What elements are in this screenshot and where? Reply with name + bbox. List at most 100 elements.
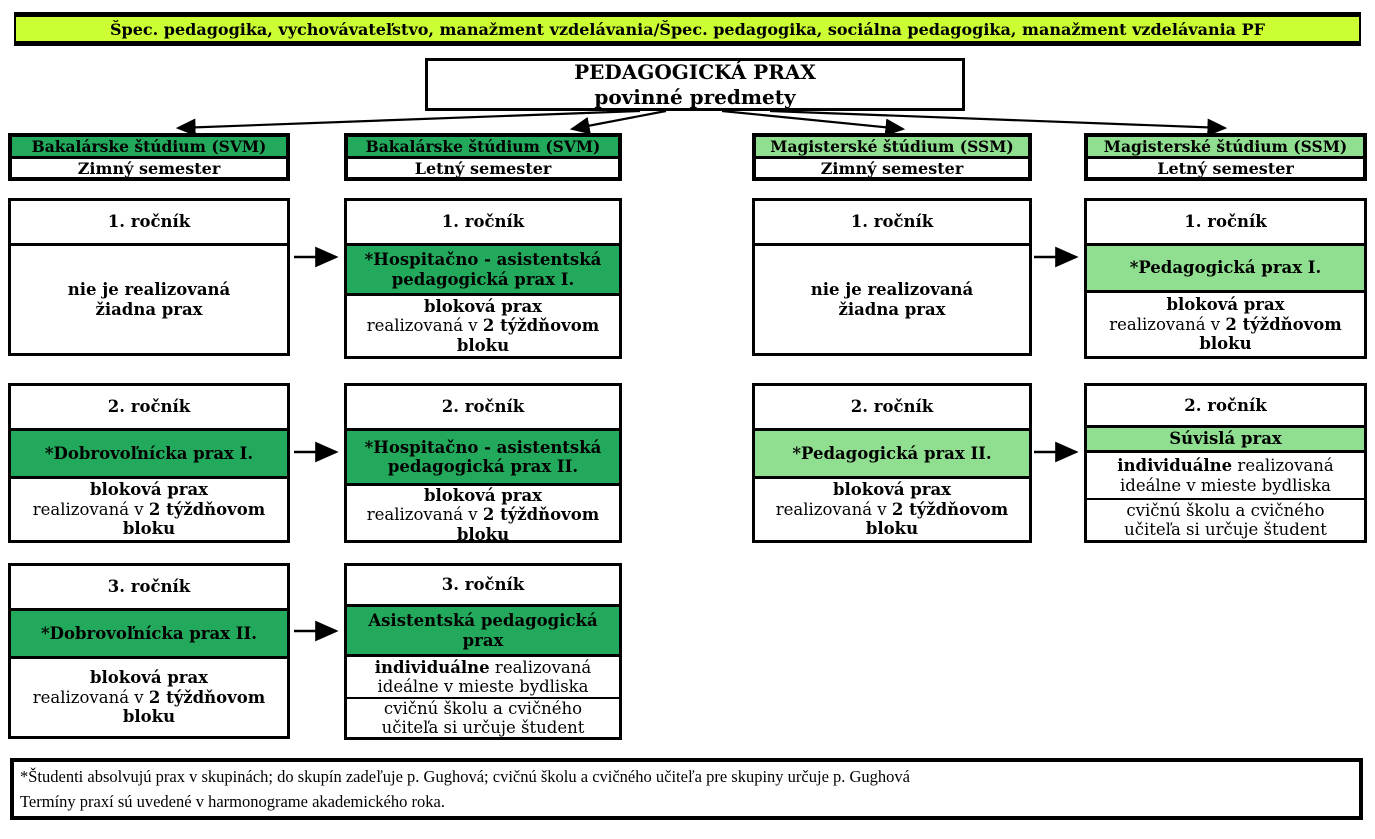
realizovana-v-label: realizovaná v <box>366 316 483 336</box>
year-label: 1. ročník <box>1087 201 1364 246</box>
header-semester: Zimný semester <box>77 159 221 178</box>
blok-2t-label: 2 týždňovom bloku <box>865 499 1009 539</box>
practice-band: *Hospitačno - asistentská pedagogická pr… <box>347 246 619 296</box>
idealne-label: ideálne v mieste bydliska <box>1119 475 1332 495</box>
arrow-title-to-col2 <box>569 109 667 135</box>
box-mag-letny-rocnik2: 2. ročník Súvislá prax individuálne real… <box>1084 383 1367 543</box>
individual-note: individuálne realizovaná ideálne v miest… <box>347 657 619 699</box>
practice-name-line1: *Hospitačno - asistentská <box>364 250 602 270</box>
practice-band: *Pedagogická prax II. <box>755 431 1029 479</box>
year-label: 3. ročník <box>11 566 287 611</box>
no-practice-line1: nie je realizovaná <box>67 280 231 300</box>
school-note: cvičnú školu a cvičného učiteľa si určuj… <box>347 699 619 738</box>
arrow-title-to-col3 <box>721 109 906 137</box>
blokova-prax-label: bloková prax <box>89 480 209 500</box>
blok-2t-label: 2 týždňovom bloku <box>122 687 266 727</box>
box-bak-letny-rocnik1: 1. ročník *Hospitačno - asistentská peda… <box>344 198 622 359</box>
no-practice-note: nie je realizovaná žiadna prax <box>11 246 287 353</box>
header-bakalarske-zimny: Bakalárske štúdium (SVM) Zimný semester <box>8 133 290 181</box>
practice-band: Asistentská pedagogická prax <box>347 607 619 657</box>
box-mag-letny-rocnik1: 1. ročník *Pedagogická prax I. bloková p… <box>1084 198 1367 359</box>
practice-details-text: bloková prax realizovaná v 2 týždňovom b… <box>21 668 277 726</box>
practice-name-line2: pedagogická prax I. <box>391 269 575 289</box>
practice-details-text: bloková prax realizovaná v 2 týždňovom b… <box>357 297 609 355</box>
blokova-prax-label: bloková prax <box>423 486 543 505</box>
individual-note-text: individuálne realizovaná ideálne v miest… <box>1117 456 1333 495</box>
individualne-label: individuálne <box>374 657 490 677</box>
blok-2t-label: 2 týždňovom bloku <box>1199 314 1342 354</box>
practice-name: *Dobrovoľnícka prax I. <box>44 443 254 463</box>
realizovana-v-label: realizovaná v <box>32 687 149 707</box>
practice-name: *Pedagogická prax I. <box>1129 258 1322 278</box>
practice-details: bloková prax realizovaná v 2 týždňovom b… <box>1087 293 1364 356</box>
realizovana-v-label: realizovaná v <box>366 505 483 525</box>
year-label: 1. ročník <box>755 201 1029 246</box>
practice-name-line2: prax <box>462 630 504 650</box>
realizovana-label: realizovaná <box>1232 456 1334 476</box>
practice-details-text: bloková prax realizovaná v 2 týždňovom b… <box>21 480 277 538</box>
practice-band: Súvislá prax <box>1087 428 1364 453</box>
practice-details-text: bloková prax realizovaná v 2 týždňovom b… <box>765 480 1019 538</box>
blokova-prax-label: bloková prax <box>1166 295 1285 315</box>
box-bak-letny-rocnik2: 2. ročník *Hospitačno - asistentská peda… <box>344 383 622 544</box>
practice-band: *Pedagogická prax I. <box>1087 246 1364 293</box>
practice-details: bloková prax realizovaná v 2 týždňovom b… <box>11 659 287 736</box>
footnote-line2: Termíny praxí sú uvedené v harmonograme … <box>20 791 445 811</box>
blokova-prax-label: bloková prax <box>423 296 543 316</box>
cvicna-line1: cvičnú školu a cvičného <box>1126 500 1325 520</box>
practice-details-text: bloková prax realizovaná v 2 týždňovom b… <box>357 486 609 544</box>
no-practice-note: nie je realizovaná žiadna prax <box>755 246 1029 353</box>
practice-band: *Dobrovoľnícka prax II. <box>11 611 287 659</box>
no-practice-text: nie je realizovaná žiadna prax <box>811 280 973 319</box>
idealne-label: ideálne v mieste bydliska <box>377 677 589 696</box>
box-bak-letny-rocnik3: 3. ročník Asistentská pedagogická prax i… <box>344 563 622 740</box>
practice-band: *Hospitačno - asistentská pedagogická pr… <box>347 431 619 486</box>
realizovana-label: realizovaná <box>489 657 592 677</box>
practice-details: bloková prax realizovaná v 2 týždňovom b… <box>347 486 619 544</box>
box-mag-zimny-rocnik1: 1. ročník nie je realizovaná žiadna prax <box>752 198 1032 356</box>
footnote-box: *Študenti absolvujú prax v skupinách; do… <box>10 758 1363 820</box>
practice-name-line1: *Hospitačno - asistentská <box>364 437 602 457</box>
header-semester: Letný semester <box>414 159 552 178</box>
header-semester: Zimný semester <box>820 159 964 178</box>
school-note-text: cvičnú školu a cvičného učiteľa si určuj… <box>1124 501 1327 540</box>
blokova-prax-label: bloková prax <box>832 480 952 500</box>
cvicna-line2: učiteľa si určuje študent <box>1124 520 1327 539</box>
header-program: Bakalárske štúdium (SVM) <box>348 137 618 159</box>
individualne-label: individuálne <box>1117 456 1233 476</box>
blokova-prax-label: bloková prax <box>89 668 209 688</box>
practice-band: *Dobrovoľnícka prax I. <box>11 431 287 479</box>
year-label: 2. ročník <box>11 386 287 431</box>
header-magisterske-letny: Magisterské štúdium (SSM) Letný semester <box>1084 133 1367 181</box>
box-mag-zimny-rocnik2: 2. ročník *Pedagogická prax II. bloková … <box>752 383 1032 543</box>
practice-details: bloková prax realizovaná v 2 týždňovom b… <box>755 479 1029 540</box>
no-practice-text: nie je realizovaná žiadna prax <box>68 280 230 319</box>
no-practice-line2: žiadna prax <box>95 299 203 319</box>
practice-details-text: bloková prax realizovaná v 2 týždňovom b… <box>1097 295 1354 353</box>
realizovana-v-label: realizovaná v <box>1109 314 1226 334</box>
blok-2t-label: 2 týždňovom bloku <box>456 316 600 355</box>
year-label: 1. ročník <box>347 201 619 246</box>
no-practice-line1: nie je realizovaná <box>810 280 974 300</box>
practice-name-line1: Asistentská pedagogická <box>368 611 598 631</box>
realizovana-v-label: realizovaná v <box>775 499 892 519</box>
year-label: 2. ročník <box>755 386 1029 431</box>
header-semester: Letný semester <box>1157 159 1294 178</box>
box-bak-zimny-rocnik2: 2. ročník *Dobrovoľnícka prax I. bloková… <box>8 383 290 543</box>
header-magisterske-zimny: Magisterské štúdium (SSM) Zimný semester <box>752 133 1032 181</box>
page-title: PEDAGOGICKÁ PRAX <box>574 59 816 84</box>
year-label: 2. ročník <box>347 386 619 431</box>
cvicna-line2: učiteľa si určuje študent <box>381 718 585 738</box>
blok-2t-label: 2 týždňovom bloku <box>456 505 600 544</box>
arrow-title-to-col1 <box>175 109 641 137</box>
school-note: cvičnú školu a cvičného učiteľa si určuj… <box>1087 500 1364 540</box>
practice-details: bloková prax realizovaná v 2 týždňovom b… <box>11 479 287 540</box>
practice-name-line2: pedagogická prax II. <box>387 457 579 476</box>
year-label: 2. ročník <box>1087 386 1364 428</box>
header-program: Magisterské štúdium (SSM) <box>1088 137 1363 159</box>
header-program: Magisterské štúdium (SSM) <box>756 137 1028 159</box>
arrow-title-to-col4 <box>769 109 1228 137</box>
individual-note-text: individuálne realizovaná ideálne v miest… <box>375 658 591 697</box>
realizovana-v-label: realizovaná v <box>32 499 149 519</box>
